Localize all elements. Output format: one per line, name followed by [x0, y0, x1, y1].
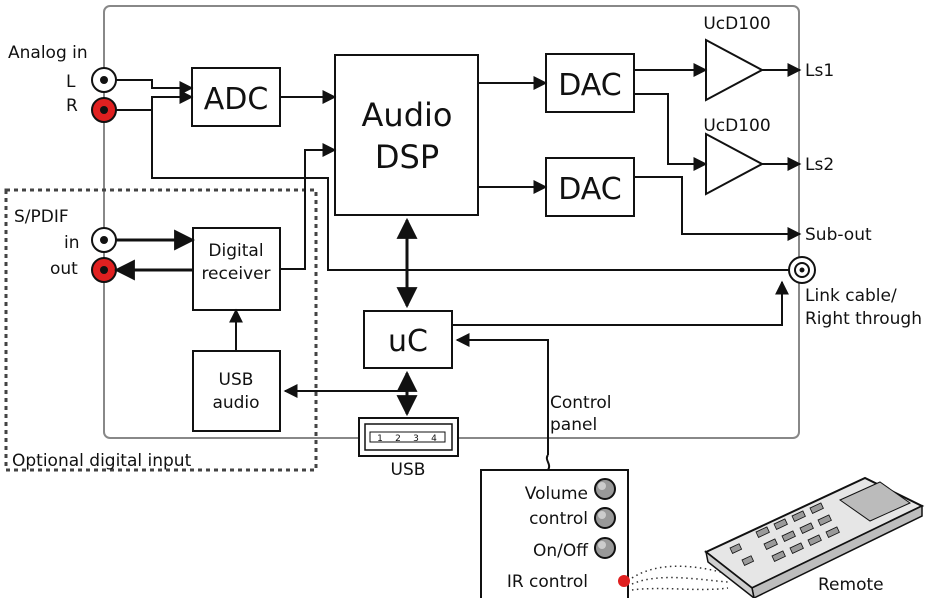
remote-label: Remote — [818, 575, 884, 595]
amp1-label: UcD100 — [703, 14, 770, 34]
amp2-triangle — [705, 132, 765, 196]
digital-receiver-label-line1: Digital — [208, 241, 263, 261]
svg-text:2: 2 — [395, 434, 401, 444]
link-cable-label-line1: Link cable/ — [805, 286, 897, 306]
remote-control-icon — [704, 476, 925, 598]
svg-text:3: 3 — [413, 434, 419, 444]
svg-text:1: 1 — [377, 434, 383, 444]
volume-up-button[interactable] — [594, 478, 616, 500]
amp2-label: UcD100 — [703, 116, 770, 136]
on-off-label: On/Off — [533, 541, 589, 561]
spdif-out-connector — [91, 257, 117, 283]
spdif-out-label: out — [50, 259, 78, 279]
dac2-block — [545, 157, 635, 217]
audio-dsp-block — [334, 54, 479, 216]
ir-control-label: IR control — [507, 572, 588, 592]
analog-right-connector — [91, 97, 117, 123]
svg-text:4: 4 — [431, 434, 437, 444]
usb-port-icon: 1 2 3 4 — [358, 417, 459, 457]
uc-label: uC — [388, 324, 428, 359]
signal-wires — [113, 63, 802, 471]
analog-in-label: Analog in — [8, 43, 88, 63]
digital-receiver-label-line2: receiver — [201, 264, 270, 284]
amp1-triangle — [705, 38, 765, 102]
audio-dsp-label-line1: Audio — [362, 96, 453, 134]
usb-label: USB — [391, 460, 426, 480]
uc-block — [363, 310, 453, 369]
spdif-in-connector — [91, 227, 117, 253]
analog-left-connector — [91, 67, 117, 93]
ir-receiver-dot — [618, 575, 630, 587]
usb-audio-block — [192, 350, 281, 432]
dac1-label: DAC — [558, 68, 622, 103]
volume-control-label-line2: control — [529, 509, 588, 529]
volume-control-label-line1: Volume — [525, 484, 588, 504]
digital-receiver-block — [192, 227, 281, 311]
link-cable-connector — [788, 256, 816, 284]
optional-digital-input-region — [4, 188, 318, 472]
spdif-in-label: in — [64, 233, 80, 253]
ir-beam — [631, 565, 729, 591]
dac2-label: DAC — [558, 172, 622, 207]
control-panel-label-line2: panel — [550, 415, 597, 435]
analog-right-label: R — [66, 96, 78, 116]
audio-dsp-label-line2: DSP — [375, 138, 439, 176]
on-off-button[interactable] — [594, 537, 616, 559]
ls2-label: Ls2 — [805, 155, 834, 175]
ls1-label: Ls1 — [805, 61, 834, 81]
analog-left-label: L — [66, 72, 76, 92]
link-cable-label-line2: Right through — [805, 309, 922, 329]
volume-down-button[interactable] — [594, 507, 616, 529]
usb-audio-label-line1: USB — [219, 370, 254, 390]
control-panel-box — [480, 469, 629, 598]
optional-digital-input-label: Optional digital input — [12, 451, 192, 471]
usb-audio-label-line2: audio — [212, 393, 259, 413]
adc-label: ADC — [204, 82, 269, 117]
control-panel-label-line1: Control — [550, 393, 611, 413]
sub-out-label: Sub-out — [805, 225, 872, 245]
spdif-label: S/PDIF — [14, 207, 69, 227]
